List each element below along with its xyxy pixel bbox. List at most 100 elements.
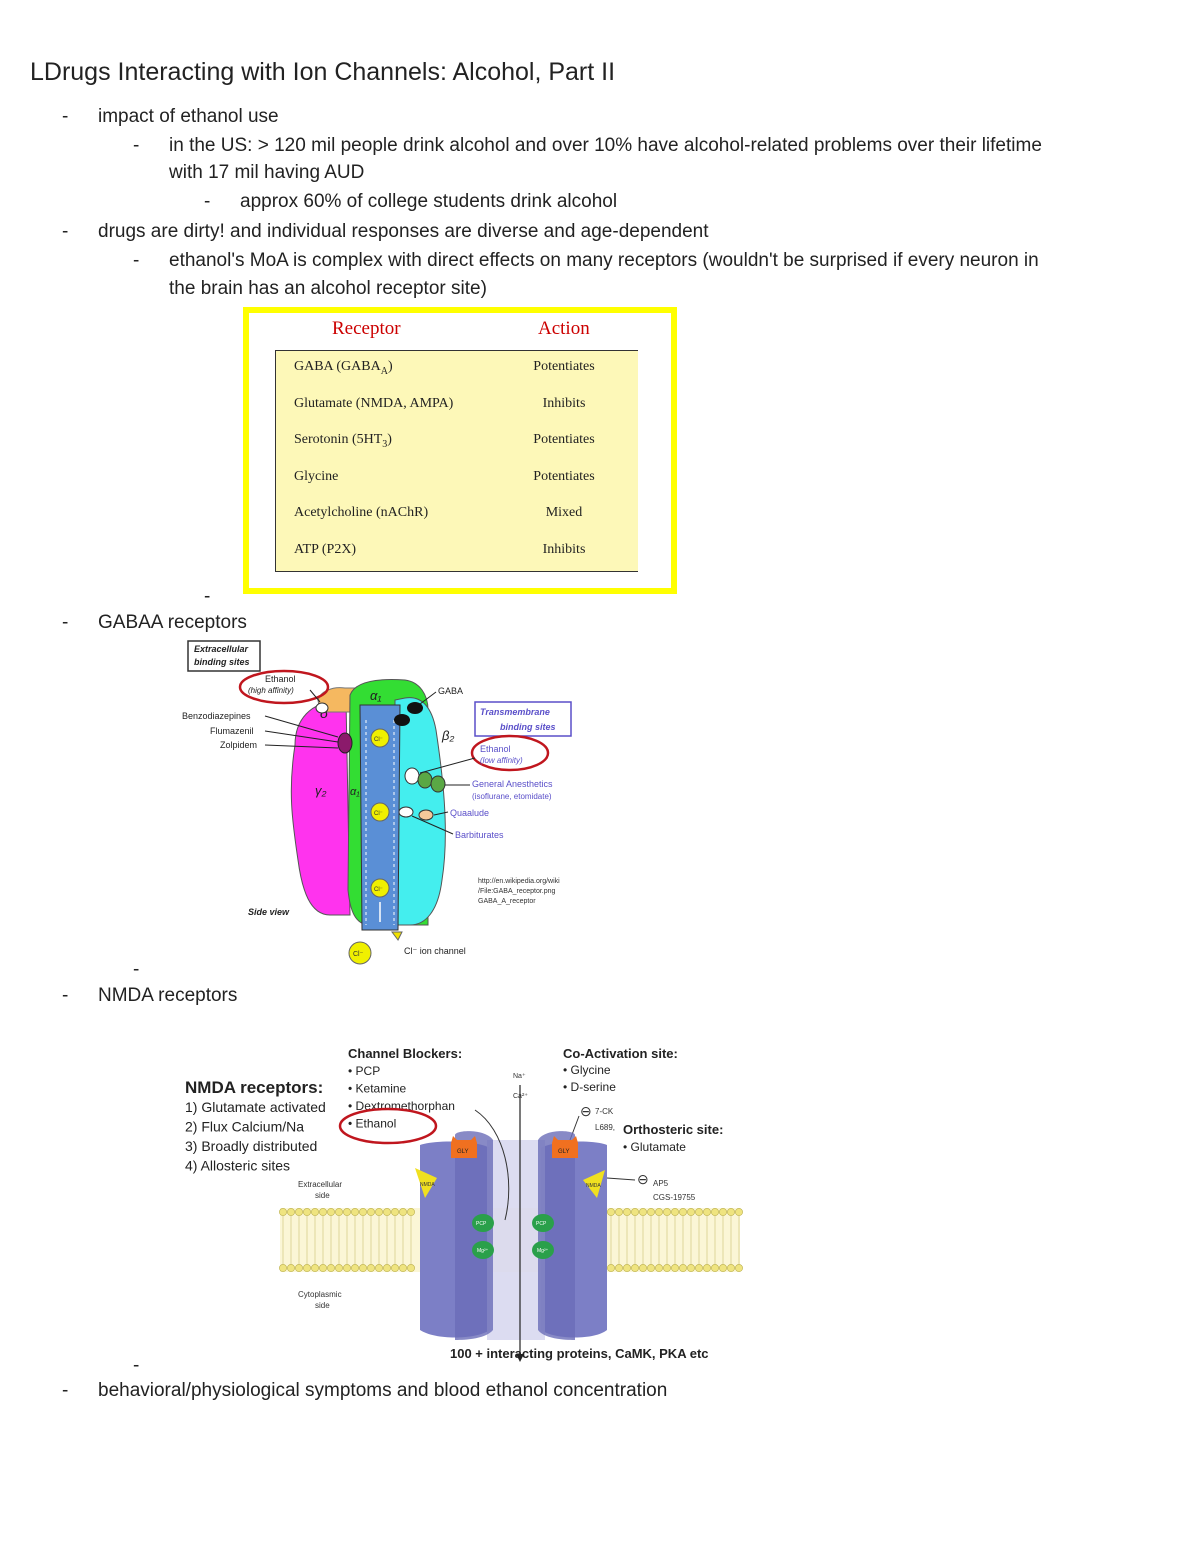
ethanol-highlight	[338, 1107, 438, 1145]
list-item: • PCP	[348, 1064, 380, 1078]
svg-text:Cl⁻: Cl⁻	[353, 951, 364, 958]
bullet-moa-line1: ethanol's MoA is complex with direct eff…	[169, 250, 1039, 271]
svg-text:Ca²⁺: Ca²⁺	[513, 1093, 528, 1100]
list-item: • Glycine	[563, 1063, 611, 1077]
table-cell-receptor: Serotonin (5HT3)	[294, 432, 392, 450]
extracellular-box	[187, 640, 261, 672]
nmda-site-right-icon	[583, 1170, 605, 1198]
bullet-nmda: NMDA receptors	[98, 985, 238, 1006]
svg-text:CGS-19755: CGS-19755	[653, 1193, 696, 1202]
table-cell-receptor: ATP (P2X)	[294, 541, 357, 557]
label-alpha1-top: α₁	[370, 688, 382, 703]
svg-text:Cl⁻: Cl⁻	[374, 811, 383, 817]
table-cell-receptor: Acetylcholine (nAChR)	[294, 505, 429, 520]
list-item: • D-serine	[563, 1080, 616, 1094]
svg-text:Orthosteric site:: Orthosteric site:	[623, 1122, 723, 1137]
svg-text:Cl⁻: Cl⁻	[374, 887, 383, 893]
svg-text:binding sites: binding sites	[500, 722, 556, 732]
bullet-us-line1: in the US: > 120 mil people drink alcoho…	[169, 135, 1042, 156]
pcp-site-icon	[532, 1214, 554, 1232]
bullet-dash: -	[62, 612, 69, 633]
cl-ion-icon	[370, 802, 390, 822]
table-cell-action: Inhibits	[542, 395, 586, 411]
bullet-moa-line2: the brain has an alcohol receptor site)	[169, 278, 487, 299]
svg-text:Benzodiazepines: Benzodiazepines	[182, 711, 251, 721]
svg-text:NMDA: NMDA	[420, 1182, 435, 1188]
mg-site-icon	[472, 1241, 494, 1259]
svg-text:Mg²⁺: Mg²⁺	[537, 1248, 549, 1254]
table-cell-action: Mixed	[545, 505, 583, 520]
bullet-us-line2: with 17 mil having AUD	[169, 162, 365, 183]
bullet-dirty: drugs are dirty! and individual response…	[98, 221, 709, 242]
svg-text:Quaalude: Quaalude	[450, 808, 489, 818]
gaba-site-icon	[407, 702, 423, 714]
channel-pore	[487, 1140, 545, 1340]
bullet-dash: -	[204, 191, 211, 212]
transmembrane-box	[474, 701, 572, 737]
nmda-receptor-diagram: NMDA receptors: 1) Glutamate activated2)…	[185, 1046, 743, 1362]
cl-ion-icon	[370, 878, 390, 898]
svg-text:Cl⁻ ion channel: Cl⁻ ion channel	[404, 946, 466, 956]
svg-text:7-CK: 7-CK	[595, 1107, 614, 1116]
gaba-site-icon	[394, 714, 410, 726]
bullet-dash: -	[62, 1380, 69, 1401]
ethanol-low-highlight	[470, 734, 550, 772]
benzodiazepine-site-icon	[337, 732, 353, 754]
table-header-action: Action	[538, 318, 590, 339]
list-item: • Ethanol	[348, 1117, 396, 1131]
svg-text:General Anesthetics: General Anesthetics	[472, 779, 553, 789]
receptor-table	[275, 350, 638, 572]
bullet-gabaa: GABAA receptors	[98, 612, 247, 633]
svg-text:(low affinity): (low affinity)	[480, 756, 523, 765]
beta2-subunit	[394, 697, 446, 926]
svg-text:⊖: ⊖	[637, 1171, 649, 1187]
gamma2-subunit	[290, 699, 351, 916]
svg-text:PCP: PCP	[476, 1221, 487, 1227]
cl-ion-icon	[348, 941, 372, 965]
bullet-impact: impact of ethanol use	[98, 106, 279, 127]
svg-text:GABA: GABA	[438, 686, 463, 696]
ethanol-low-site-icon	[404, 767, 420, 785]
bullet-dash: -	[133, 1355, 140, 1376]
svg-text:Ethanol: Ethanol	[480, 744, 511, 754]
svg-text:Barbiturates: Barbiturates	[455, 830, 504, 840]
svg-text:100 + interacting proteins, Ca: 100 + interacting proteins, CaMK, PKA et…	[450, 1346, 709, 1361]
list-item: • Ketamine	[348, 1082, 407, 1096]
bullet-dash: -	[133, 959, 140, 980]
receptor-table-frame	[243, 307, 677, 594]
table-cell-action: Potentiates	[533, 432, 595, 447]
bullet-behavioral: behavioral/physiological symptoms and bl…	[98, 1380, 668, 1401]
ethanol-high-highlight	[238, 669, 330, 705]
bullet-dash: -	[62, 106, 69, 127]
list-item: 2) Flux Calcium/Na	[185, 1119, 304, 1135]
svg-text:Co-Activation site:: Co-Activation site:	[563, 1046, 678, 1061]
down-arrow-icon	[516, 1354, 524, 1362]
svg-text:side: side	[315, 1301, 330, 1310]
label-extracellular: Extracellular	[194, 644, 249, 654]
svg-text:Channel Blockers:: Channel Blockers:	[348, 1046, 462, 1061]
cl-ion-icon	[370, 728, 390, 748]
svg-text:Transmembrane: Transmembrane	[480, 707, 550, 717]
label-beta2: β₂	[441, 728, 454, 743]
table-cell-receptor: Glycine	[294, 468, 339, 484]
svg-text:GABA_A_receptor: GABA_A_receptor	[478, 898, 536, 905]
svg-text:Side view: Side view	[248, 907, 290, 917]
gly-site-left-icon	[451, 1136, 477, 1158]
bullet-college: approx 60% of college students drink alc…	[240, 191, 618, 212]
table-cell-action: Potentiates	[533, 359, 595, 374]
svg-text:Zolpidem: Zolpidem	[220, 740, 257, 750]
svg-text:⊖: ⊖	[580, 1103, 592, 1119]
table-cell-action: Inhibits	[542, 541, 586, 557]
bullet-dash: -	[204, 586, 211, 607]
svg-text:Flumazenil: Flumazenil	[210, 726, 254, 736]
table-cell-receptor: GABA (GABAA)	[294, 359, 393, 377]
label-binding-sites: binding sites	[194, 657, 250, 667]
list-item: 3) Broadly distributed	[185, 1138, 317, 1154]
svg-text:NMDA: NMDA	[586, 1183, 601, 1189]
label-alpha1-mid: α₁	[350, 786, 360, 798]
svg-text:GLY: GLY	[558, 1149, 570, 1155]
pcp-site-icon	[472, 1214, 494, 1232]
gabaa-receptor-diagram: Extracellular binding sites δ α₁ β₂ γ₂ α…	[182, 640, 572, 965]
svg-text:Extracellular: Extracellular	[298, 1180, 342, 1189]
svg-text:Ethanol: Ethanol	[265, 674, 296, 684]
